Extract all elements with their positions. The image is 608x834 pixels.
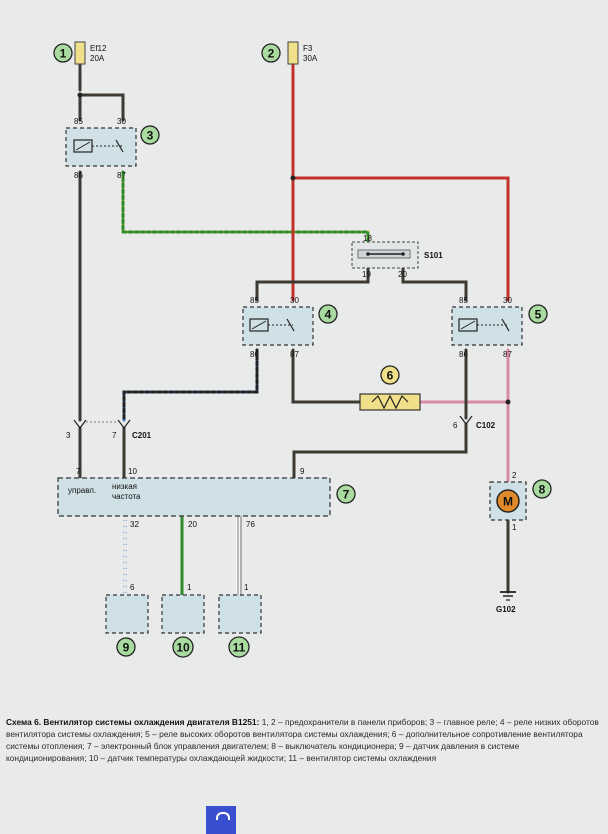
ecu-pin: 7 xyxy=(76,467,81,476)
c201-name: C201 xyxy=(132,431,152,440)
caption-title: Схема 6. Вентилятор системы охлаждения д… xyxy=(6,717,260,727)
caption-body: 1, 2 – предохранители в панели приборов;… xyxy=(6,717,599,763)
motor-pin: 2 xyxy=(512,471,517,480)
fuse-2-name: F3 xyxy=(303,44,313,53)
relay-3-pin: 30 xyxy=(117,117,126,126)
fuse-1-callout: 1 xyxy=(60,47,67,61)
resistor-6: 6 xyxy=(359,365,421,411)
sensor-9-callout: 9 xyxy=(123,641,130,655)
ecu-text-speed: частота xyxy=(112,492,141,501)
relay-4-pin: 30 xyxy=(290,296,299,305)
fuse-2-callout: 2 xyxy=(268,47,275,61)
relay-3-pin: 86 xyxy=(74,171,83,180)
ecu-pin: 9 xyxy=(300,467,305,476)
fuse-1-name: Ef12 xyxy=(90,44,107,53)
sensor-10: 1 10 xyxy=(161,583,205,658)
relay-4-pin: 85 xyxy=(250,296,259,305)
relay-4-pin: 87 xyxy=(290,350,299,359)
arch-icon xyxy=(216,812,230,820)
motor-letter: M xyxy=(503,495,513,509)
connector-c201: 3 7 C201 xyxy=(66,419,152,440)
ground-name: G102 xyxy=(496,605,516,614)
ecu-pin: 20 xyxy=(188,520,197,529)
sensor-10-pin: 1 xyxy=(187,583,192,592)
relay-4: 85 30 86 87 4 xyxy=(242,296,338,359)
s101-pin: 18 xyxy=(363,234,372,243)
relay-5: 85 30 86 87 5 xyxy=(451,296,548,359)
ecu-text-control: управл. xyxy=(68,486,96,495)
sensor-11-pin: 1 xyxy=(244,583,249,592)
junction-dot xyxy=(505,399,511,405)
relay-3-pin: 87 xyxy=(117,171,126,180)
c102-pin: 6 xyxy=(453,421,458,430)
relay-3-callout: 3 xyxy=(147,129,154,143)
c201-pin: 3 xyxy=(66,431,71,440)
figure-caption: Схема 6. Вентилятор системы охлаждения д… xyxy=(6,716,600,764)
c201-pin: 7 xyxy=(112,431,117,440)
ecu-text-low: низкая xyxy=(112,482,137,491)
sensor-11-callout: 11 xyxy=(233,641,246,655)
motor-8: M 2 1 8 xyxy=(489,471,552,532)
ecu-pin: 76 xyxy=(246,520,255,529)
junction-dot xyxy=(77,92,83,98)
page-tab-marker xyxy=(206,806,236,834)
resistor-6-callout: 6 xyxy=(387,369,394,383)
relay-5-pin: 86 xyxy=(459,350,468,359)
relay-5-pin: 30 xyxy=(503,296,512,305)
connector-s101: 18 19 20 S101 xyxy=(351,234,443,279)
sensor-10-callout: 10 xyxy=(176,641,190,655)
relay-4-pin: 86 xyxy=(250,350,259,359)
motor-callout: 8 xyxy=(539,483,546,497)
ground-symbol: G102 xyxy=(496,591,516,614)
junction-dot xyxy=(290,175,296,181)
fuse-1-rating: 20A xyxy=(90,54,105,63)
relay-5-callout: 5 xyxy=(535,308,542,322)
s101-pin: 20 xyxy=(398,270,407,279)
fuse-2-rating: 30A xyxy=(303,54,318,63)
fuse-2: F3 30A 2 xyxy=(261,41,318,65)
sensor-9: 6 9 xyxy=(105,583,149,657)
ecu-pin: 10 xyxy=(128,467,137,476)
motor-pin: 1 xyxy=(512,523,517,532)
relay-4-callout: 4 xyxy=(325,308,332,322)
fuse-1: Ef12 20A 1 xyxy=(53,41,107,65)
relay-3-pin: 85 xyxy=(74,117,83,126)
ecu-callout: 7 xyxy=(343,488,350,502)
s101-pin: 19 xyxy=(362,270,371,279)
s101-name: S101 xyxy=(424,251,443,260)
ecu-7: 7 10 9 32 20 76 управл. низкая частота 7 xyxy=(57,467,356,529)
relay-3: 85 30 86 87 3 xyxy=(65,117,160,180)
relay-5-pin: 87 xyxy=(503,350,512,359)
sensor-9-pin: 6 xyxy=(130,583,135,592)
ecu-pin: 32 xyxy=(130,520,139,529)
connector-c102: 6 C102 xyxy=(453,415,496,430)
wires xyxy=(78,60,510,597)
wiring-diagram: Ef12 20A 1 F3 30A 2 85 30 86 87 3 18 19 … xyxy=(53,41,552,658)
relay-5-pin: 85 xyxy=(459,296,468,305)
sensor-11: 1 11 xyxy=(218,583,262,658)
c102-name: C102 xyxy=(476,421,496,430)
